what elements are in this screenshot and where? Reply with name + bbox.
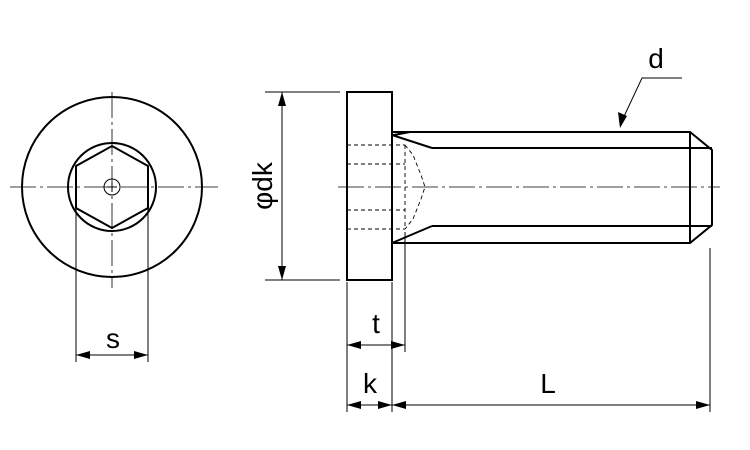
t-arrow-right bbox=[391, 341, 405, 349]
k-arrow-right bbox=[378, 401, 392, 409]
side-view: φdk t k L d bbox=[247, 43, 720, 412]
socket-circle bbox=[67, 142, 157, 232]
s-arrow-right bbox=[134, 351, 148, 359]
d-label: d bbox=[648, 43, 664, 74]
center-mark-circle bbox=[103, 178, 121, 196]
t-label: t bbox=[372, 308, 380, 339]
s-arrow-left bbox=[76, 351, 90, 359]
L-arrow-left bbox=[392, 401, 406, 409]
s-label: s bbox=[106, 323, 120, 354]
hex-socket bbox=[75, 144, 149, 230]
shank-chamfer-bottom bbox=[391, 225, 433, 244]
screw-head bbox=[346, 91, 393, 281]
dk-arrow-top bbox=[278, 92, 286, 106]
L-arrow-right bbox=[696, 401, 710, 409]
L-label: L bbox=[540, 368, 556, 399]
hidden-socket bbox=[347, 144, 426, 230]
k-arrow-left bbox=[347, 401, 361, 409]
dk-arrow-bottom bbox=[278, 266, 286, 280]
shank-chamfer-top bbox=[391, 134, 433, 149]
screw-shank bbox=[391, 131, 713, 244]
d-leader-arrow bbox=[618, 112, 627, 128]
k-label: k bbox=[363, 368, 378, 399]
head-outer-circle bbox=[21, 96, 203, 278]
end-view: s bbox=[10, 92, 218, 362]
dk-label: φdk bbox=[247, 161, 278, 210]
t-arrow-left bbox=[347, 341, 361, 349]
d-leader-line bbox=[619, 77, 682, 126]
